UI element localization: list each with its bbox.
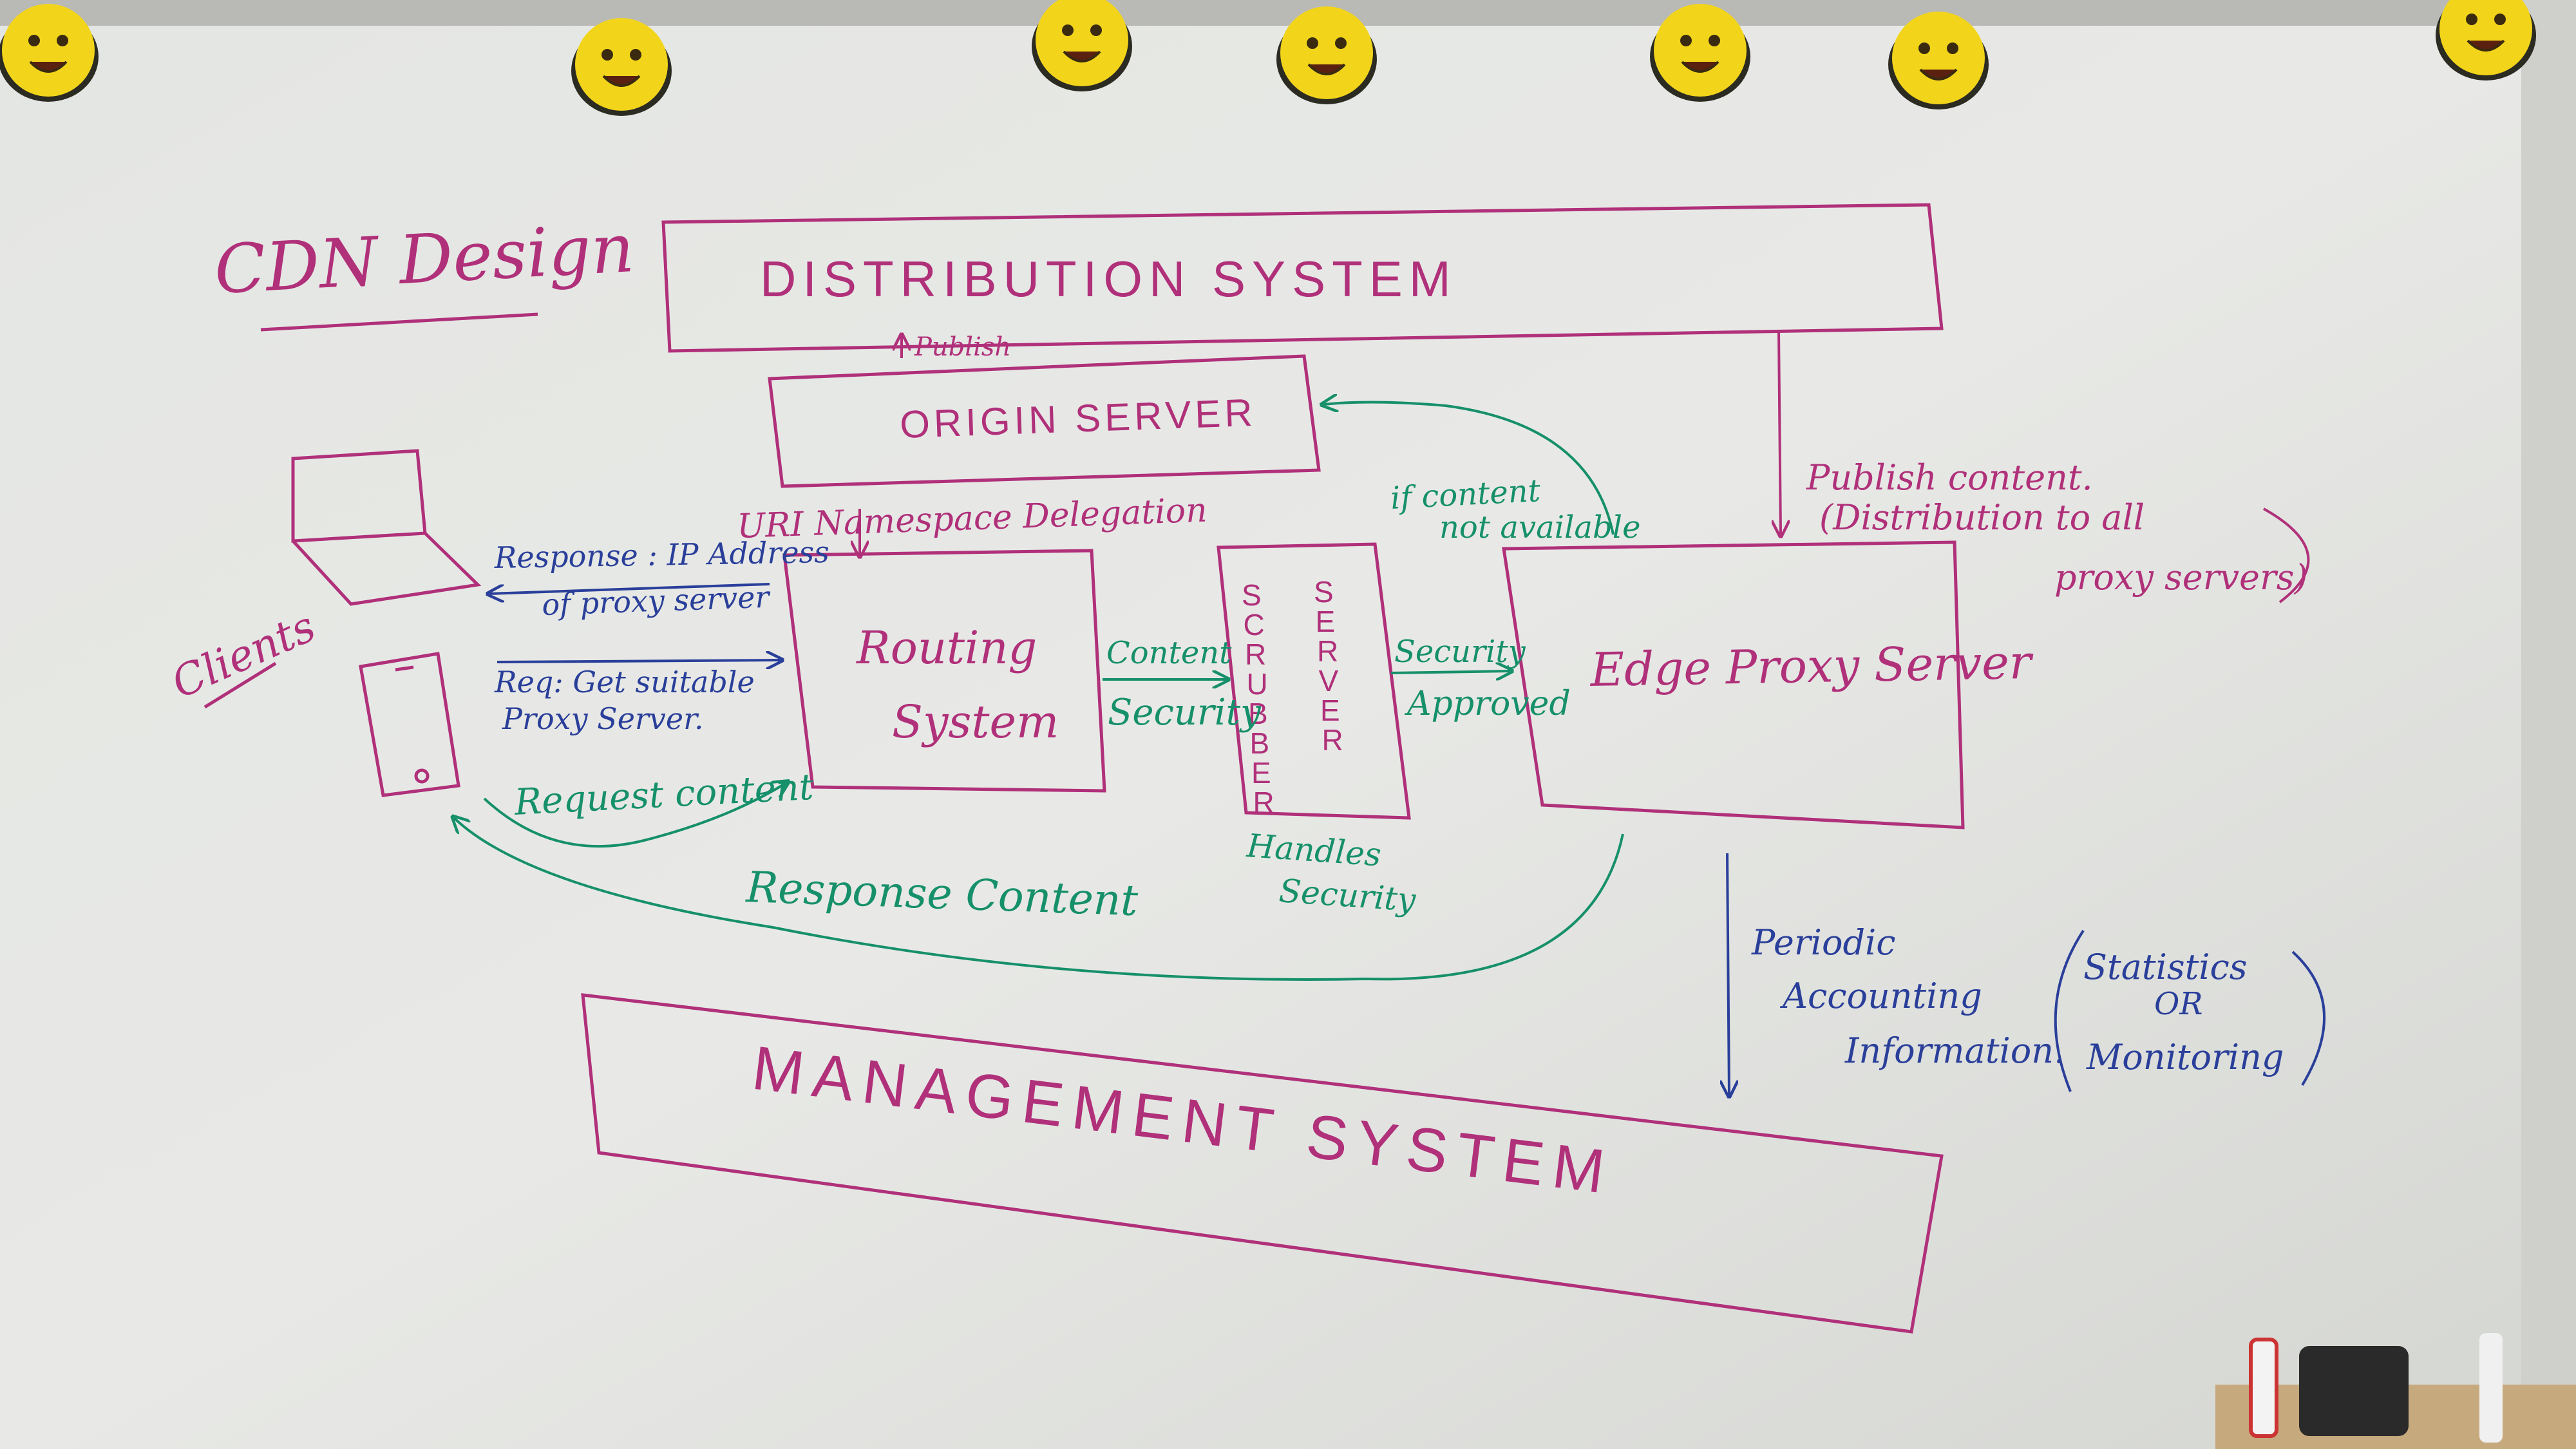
clients-underline [204,661,277,709]
publish-content-label-1: Publish content. [1806,457,2093,498]
laughing-emoji-magnet [571,18,672,116]
scrub1-letter: B [1248,697,1268,730]
winking-emoji-magnet [1032,0,1132,91]
content-label: Content [1106,635,1232,671]
routing-system-label-1: Routing [855,621,1037,674]
periodic-label-2: Accounting [1779,976,1982,1016]
marker-pen [2249,1338,2278,1438]
scrub1-letter: R [1245,638,1266,671]
scrub2-letter: E [1316,605,1336,638]
publish-content-arrow [1779,331,1781,535]
response-content-arrow [454,818,1624,981]
scrub2-letter: R [1322,723,1343,757]
or-label: OR [2154,986,2203,1022]
phone-icon [359,652,460,797]
security-approved-label-1: Security [1394,634,1526,670]
scrub2-letter: R [1317,634,1338,668]
eraser [2299,1346,2409,1436]
edge-proxy-server-label: Edge Proxy Server [1589,635,2034,697]
scrub2-letter: V [1319,664,1339,697]
kiss-emoji-magnet [0,4,99,102]
scrub1-letter: U [1247,667,1268,701]
routing-system-label-2: System [892,696,1059,748]
request-proxy-label-1: Req: Get suitable [494,665,755,699]
statistics-label: Statistics [2083,947,2248,987]
tongue-emoji-magnet [1276,6,1377,104]
scrub2-letter: S [1314,575,1334,609]
emoji-magnets [0,0,2536,116]
scrub1-letter: C [1244,608,1265,641]
board-right-frame [2521,0,2576,1449]
scrub1-letter: R [1253,786,1274,819]
publish-content-label-2: (Distribution to all [1819,497,2145,538]
response-ip-label-2: of proxy server [541,580,772,622]
periodic-label-1: Periodic [1751,922,1896,963]
marker-pen-2 [2479,1333,2503,1443]
edge-proxy-server-box [1502,540,1965,829]
server-column: SERVER [1314,575,1343,757]
scrub1-letter: E [1251,756,1271,790]
monitoring-label: Monitoring [2086,1037,2284,1077]
security-label: Security [1108,692,1262,734]
publish-content-label-3: proxy servers) [2054,557,2308,598]
content-unavailable-label-1: if content [1390,473,1542,516]
scrubber-server-box [1217,542,1411,820]
origin-server-box [768,354,1321,488]
laptop-icon [291,449,482,606]
routing-system-box [782,549,1106,793]
response-ip-arrow [489,583,770,594]
management-system-box [581,993,1944,1334]
periodic-label-3: Information. [1844,1030,2065,1071]
request-proxy-label-2: Proxy Server. [502,701,704,736]
stats-left-bracket [2054,929,2085,1092]
title-underline [260,312,538,332]
distribution-system-box [661,203,1944,353]
request-proxy-arrow [497,660,781,662]
laughing-emoji-magnet [1888,12,1989,109]
periodic-accounting-arrow [1727,853,1729,1095]
security-approved-label-2: Approved [1405,685,1571,723]
content-unavailable-arrow [1323,402,1615,535]
grinning-emoji-magnet [2436,0,2536,80]
distribution-system-label: DISTRIBUTION SYSTEM [760,251,1457,307]
security-approved-arrow [1390,671,1510,673]
scrub1-letter: S [1242,578,1262,612]
publish-label: Publish [914,332,1011,362]
request-content-arrow [483,782,787,848]
board-top-frame [0,0,2576,26]
scrub2-letter: E [1320,694,1340,727]
content-unavailable-label-2: not available [1439,509,1641,545]
stats-right-bracket [2291,951,2326,1086]
scrub1-letter: B [1250,726,1270,760]
kiss-heart-emoji-magnet [1650,4,1750,102]
response-ip-label-1: Response : IP Address [493,535,829,575]
publish-bracket [2263,507,2310,603]
